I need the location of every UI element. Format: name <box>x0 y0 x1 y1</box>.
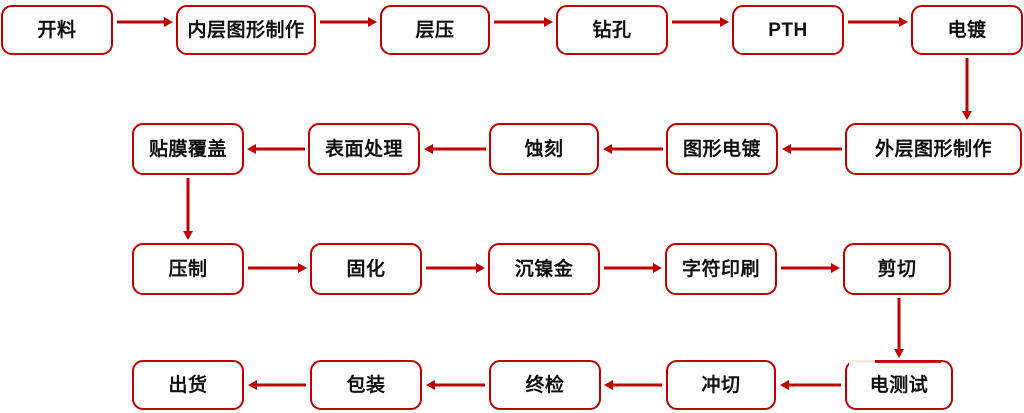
flow-arrow-right <box>781 263 840 273</box>
process-node[interactable]: 字符印刷 <box>665 243 777 295</box>
process-node[interactable]: 图形电镀 <box>666 123 778 175</box>
process-node-label: 压制 <box>168 258 208 280</box>
process-node-label: 出货 <box>168 374 208 396</box>
flow-arrow-right <box>117 17 173 27</box>
flow-arrow-right <box>248 263 307 273</box>
flow-arrow-left <box>604 380 662 390</box>
flow-arrow-right <box>426 263 485 273</box>
flow-arrow-right <box>848 17 908 27</box>
flow-arrow-down <box>962 58 972 120</box>
process-node-label: 图形电镀 <box>682 138 761 160</box>
process-node[interactable]: 钻孔 <box>556 5 668 55</box>
process-node[interactable]: 出货 <box>132 360 244 410</box>
process-node[interactable]: 包装 <box>310 360 422 410</box>
flow-arrow-left <box>782 144 842 154</box>
process-node[interactable]: 冲切 <box>666 360 776 410</box>
process-node[interactable]: 内层图形制作 <box>176 5 316 55</box>
process-node[interactable]: 固化 <box>310 243 422 295</box>
process-node-label: 贴膜覆盖 <box>148 138 227 160</box>
flow-arrow-left <box>248 380 306 390</box>
process-node-label: 剪切 <box>877 258 917 280</box>
process-node-label: PTH <box>768 19 808 41</box>
process-node[interactable]: 压制 <box>132 243 244 295</box>
flow-arrow-right <box>672 17 729 27</box>
flow-arrow-right <box>604 263 662 273</box>
flow-arrow-right <box>494 17 553 27</box>
process-node[interactable]: 电镀 <box>911 5 1023 55</box>
process-node-label: 蚀刻 <box>524 138 564 160</box>
process-node-label: 内层图形制作 <box>187 19 305 41</box>
process-node[interactable]: 电测试 <box>845 359 953 410</box>
process-node[interactable]: 沉镍金 <box>488 243 600 295</box>
flow-arrow-left <box>426 380 485 390</box>
process-node-label: 沉镍金 <box>514 258 574 280</box>
flow-arrow-right <box>320 17 377 27</box>
process-node-label: 钻孔 <box>592 19 632 41</box>
process-node-label: 冲切 <box>701 374 741 396</box>
flow-arrow-down <box>894 298 904 358</box>
process-node[interactable]: 层压 <box>380 5 490 55</box>
process-node[interactable]: 终检 <box>489 360 601 410</box>
flow-arrow-left <box>424 144 486 154</box>
process-node-label: 电镀 <box>947 19 987 41</box>
flow-arrow-left <box>603 144 663 154</box>
process-node-label: 字符印刷 <box>681 258 760 280</box>
process-node[interactable]: 开料 <box>1 5 113 55</box>
process-node-label: 终检 <box>525 374 565 396</box>
process-node-label: 层压 <box>415 19 455 41</box>
process-node-label: 外层图形制作 <box>874 138 992 160</box>
flow-arrow-left <box>780 380 841 390</box>
process-node[interactable]: 剪切 <box>843 243 951 295</box>
flow-arrow-left <box>247 144 305 154</box>
process-node[interactable]: 外层图形制作 <box>845 123 1022 175</box>
process-node[interactable]: 蚀刻 <box>489 123 599 175</box>
process-node[interactable]: 贴膜覆盖 <box>132 123 244 175</box>
process-node-label: 固化 <box>346 258 386 280</box>
process-node[interactable]: 表面处理 <box>308 123 420 175</box>
process-node-label: 电测试 <box>869 374 929 396</box>
process-node-label: 表面处理 <box>324 138 403 160</box>
process-node-label: 开料 <box>37 19 77 41</box>
process-node[interactable]: PTH <box>732 5 844 55</box>
flow-arrow-down <box>183 178 193 240</box>
process-node-label: 包装 <box>346 374 386 396</box>
